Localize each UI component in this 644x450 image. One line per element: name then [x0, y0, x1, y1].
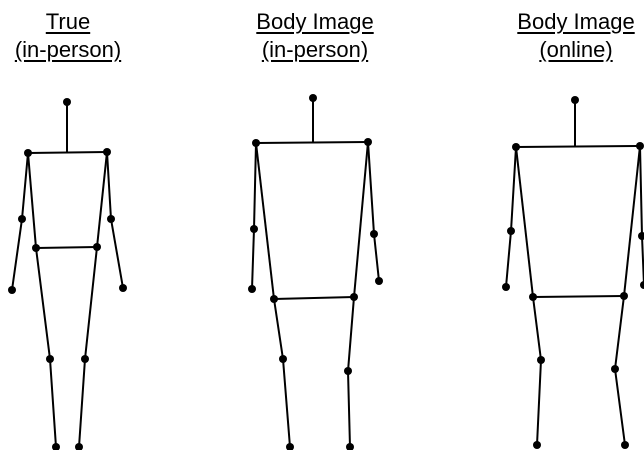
joint-right-shoulder: [636, 142, 644, 150]
joint-right-knee: [344, 367, 352, 375]
joint-left-foot: [533, 441, 541, 449]
shoulder-line: [516, 146, 640, 147]
torso-left-line: [256, 143, 274, 299]
left-leg-line: [533, 297, 541, 445]
joint-right-hand: [119, 284, 127, 292]
joint-right-foot: [621, 441, 629, 449]
torso-right-line: [97, 152, 107, 247]
joint-left-shoulder: [24, 149, 32, 157]
right-arm-line: [640, 146, 644, 285]
joint-right-hip: [350, 293, 358, 301]
left-arm-line: [506, 147, 516, 287]
joint-left-foot: [286, 443, 294, 450]
right-arm-line: [368, 142, 379, 281]
joint-left-knee: [279, 355, 287, 363]
joint-left-foot: [52, 443, 60, 450]
torso-right-line: [354, 142, 368, 297]
joints-body-image-online: [502, 96, 644, 449]
shoulder-line: [28, 152, 107, 153]
right-leg-line: [79, 247, 97, 447]
joint-right-elbow: [107, 215, 115, 223]
joint-left-hip: [270, 295, 278, 303]
joint-head: [63, 98, 71, 106]
joint-left-knee: [46, 355, 54, 363]
joint-right-hand: [640, 281, 644, 289]
joint-left-elbow: [507, 227, 515, 235]
joint-left-knee: [537, 356, 545, 364]
joint-head: [309, 94, 317, 102]
joint-right-elbow: [370, 230, 378, 238]
hip-line: [533, 296, 624, 297]
torso-left-line: [516, 147, 533, 297]
joint-left-hand: [8, 286, 16, 294]
hip-line: [274, 297, 354, 299]
left-arm-line: [252, 143, 256, 289]
joint-right-knee: [611, 365, 619, 373]
joint-left-hand: [502, 283, 510, 291]
left-leg-line: [274, 299, 290, 447]
joint-left-elbow: [250, 225, 258, 233]
hip-line: [36, 247, 97, 248]
joints-body-image-in-person: [248, 94, 383, 450]
joint-right-knee: [81, 355, 89, 363]
joint-right-foot: [346, 443, 354, 450]
joint-left-elbow: [18, 215, 26, 223]
joint-right-elbow: [638, 232, 644, 240]
joint-right-shoulder: [364, 138, 372, 146]
left-leg-line: [36, 248, 56, 447]
joint-left-hand: [248, 285, 256, 293]
joint-head: [571, 96, 579, 104]
joint-right-shoulder: [103, 148, 111, 156]
shoulder-line: [256, 142, 368, 143]
joint-right-hip: [93, 243, 101, 251]
joint-left-hip: [529, 293, 537, 301]
joint-left-shoulder: [252, 139, 260, 147]
joint-right-foot: [75, 443, 83, 450]
torso-left-line: [28, 153, 36, 248]
torso-right-line: [624, 146, 640, 296]
joint-left-hip: [32, 244, 40, 252]
joint-right-hip: [620, 292, 628, 300]
stick-figure-body-image-online: [506, 100, 644, 445]
joint-left-shoulder: [512, 143, 520, 151]
stick-figure-body-image-in-person: [252, 98, 379, 447]
joint-right-hand: [375, 277, 383, 285]
